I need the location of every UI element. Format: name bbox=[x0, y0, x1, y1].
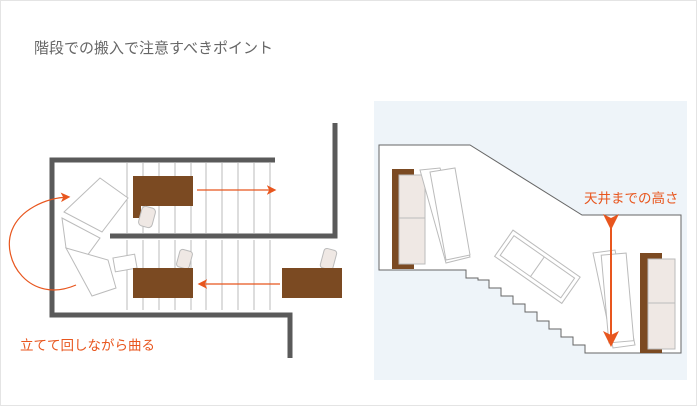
page-title: 階段での搬入で注意すべきポイント bbox=[34, 39, 273, 57]
stair-plan-diagram bbox=[8, 123, 342, 358]
sofa-middle-tilted bbox=[493, 229, 581, 305]
sofa-right bbox=[282, 247, 342, 298]
walls bbox=[49, 123, 338, 358]
sofa-top bbox=[133, 176, 193, 229]
sofa-bottom bbox=[133, 248, 193, 298]
sofa-upper-upright bbox=[392, 167, 471, 269]
rotate-arrow bbox=[8, 192, 77, 291]
sofa-rotating-outline bbox=[61, 177, 138, 297]
rotate-caption: 立てて回しながら曲る bbox=[20, 338, 155, 354]
ceiling-height-caption: 天井までの高さ bbox=[584, 187, 679, 207]
stair-section-diagram bbox=[374, 101, 687, 380]
